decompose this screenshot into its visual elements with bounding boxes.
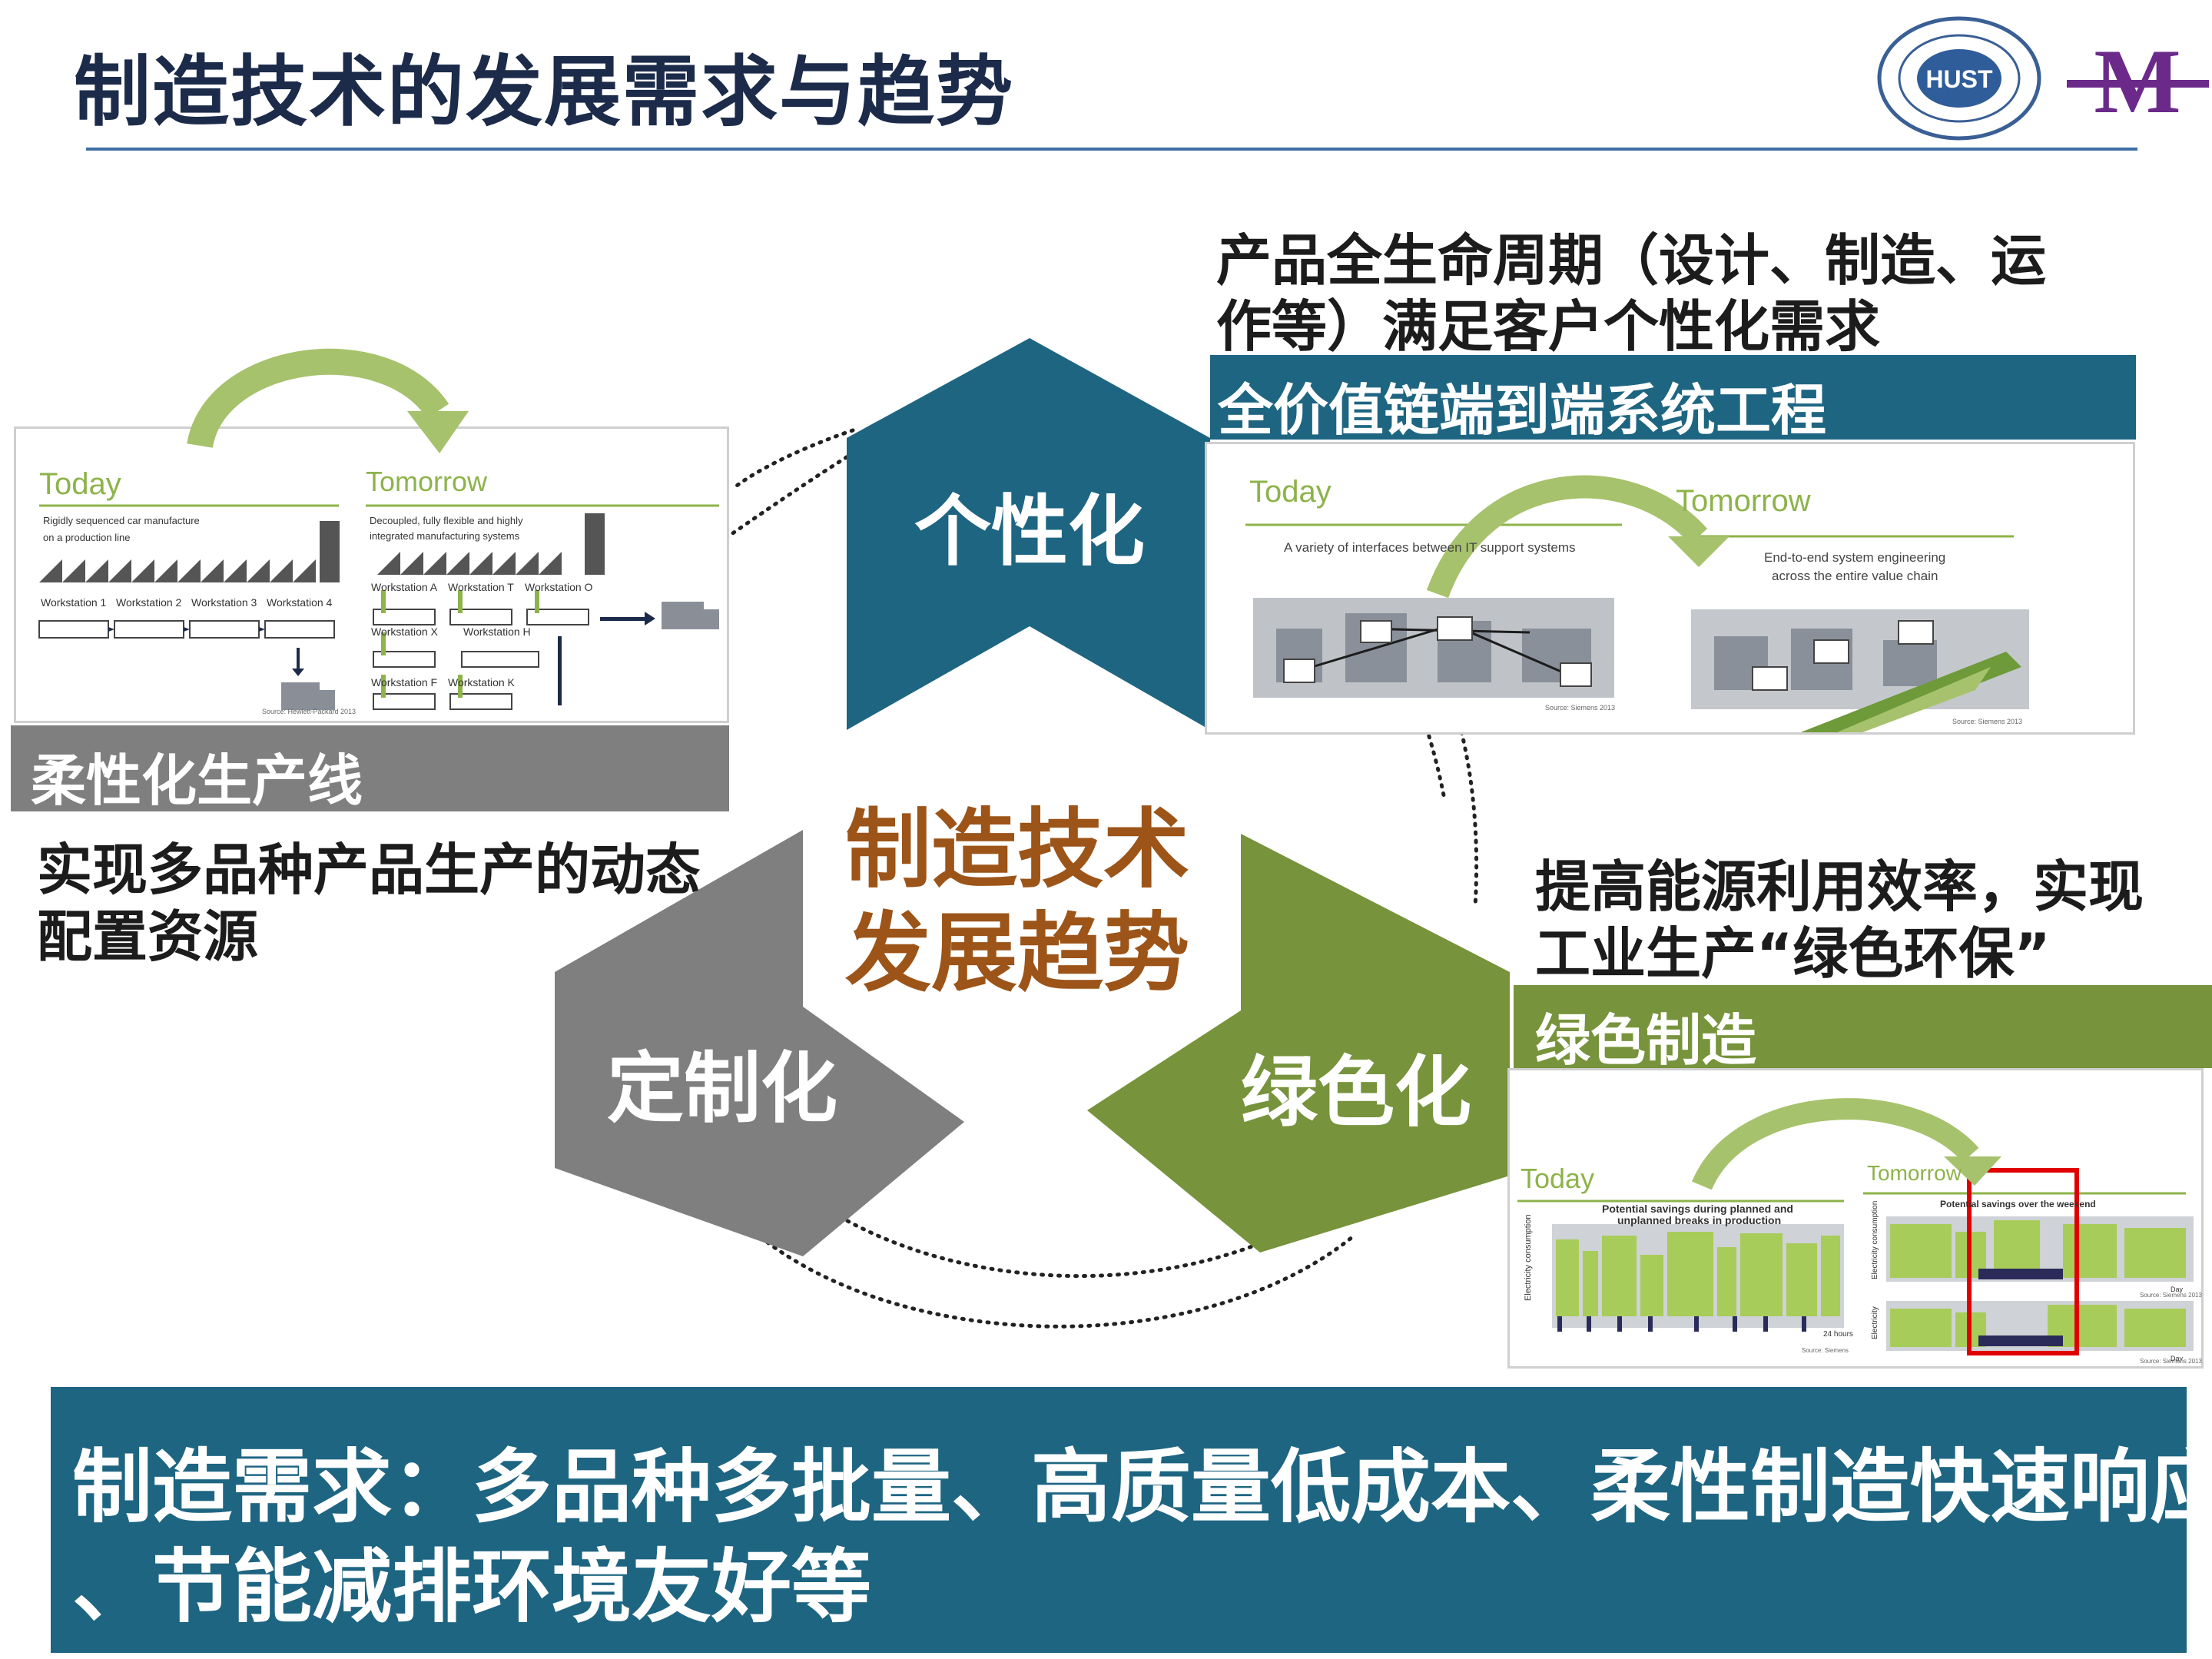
green-manufacturing-bar-label: 绿色制造 — [1535, 1008, 1757, 1073]
workstation-label: Workstation 1 — [41, 596, 107, 609]
workstation-label: Workstation H — [463, 625, 531, 638]
flexible-desc-line2: 配置资源 — [37, 904, 259, 969]
hust-logo-text: HUST — [1925, 65, 1993, 93]
page-title: 制造技术的发展需求与趋势 — [74, 47, 1014, 137]
customization-shape — [555, 830, 964, 1256]
flexible-today-caption-2: on a production line — [43, 532, 131, 543]
value-chain-today-caption: A variety of interfaces between IT suppo… — [1284, 540, 1576, 555]
workstation-label: Workstation T — [448, 581, 514, 593]
flexible-tomorrow-heading: Tomorrow — [366, 466, 488, 497]
green-tomorrow-caption: Potential savings over the weekend — [1940, 1199, 2096, 1209]
green-label: 绿色化 — [1241, 1047, 1471, 1137]
flexible-line-image: Today Tomorrow Rigidly sequenced car man… — [14, 426, 729, 723]
lifecycle-desc-line2: 作等）满足客户个性化需求 — [1216, 294, 1881, 359]
workstation-label: Workstation X — [371, 625, 438, 638]
title-divider — [86, 148, 2137, 151]
workstation-label: Workstation 2 — [116, 596, 182, 609]
green-source-2: Source: Siemens 2013 — [2140, 1292, 2202, 1299]
workstation-label: Workstation O — [525, 581, 593, 593]
green-today-heading: Today — [1521, 1163, 1595, 1194]
green-manufacturing-image: Today Tomorrow Potential savings during … — [1507, 1068, 2204, 1369]
dotted-arc — [724, 451, 855, 540]
workstation-label: Workstation 3 — [191, 596, 257, 609]
requirements-line1: 制造需求：多品种多批量、高质量低成本、柔性制造快速响应 — [72, 1440, 2212, 1534]
hust-logo: HUST — [1875, 15, 2044, 142]
value-chain-source-1: Source: Siemens 2013 — [1545, 704, 1616, 712]
flexible-desc-line1: 实现多品种产品生产的动态 — [37, 838, 701, 902]
value-chain-today-heading: Today — [1249, 475, 1332, 509]
green-tomorrow-heading: Tomorrow — [1867, 1161, 1962, 1185]
green-today-caption-2: unplanned breaks in production — [1617, 1214, 1782, 1226]
workstation-label: Workstation K — [448, 676, 515, 688]
green-xnote-1: 24 hours — [1823, 1330, 1853, 1339]
green-xnote-3: Day — [2171, 1355, 2184, 1362]
value-chain-bar-label: 全价值链端到端系统工程 — [1218, 378, 1827, 443]
flexible-line-bar-label: 柔性化生产线 — [31, 748, 363, 813]
workstation-label: Workstation A — [371, 581, 438, 593]
green-shape — [1087, 834, 1510, 1253]
value-chain-image: Today Tomorrow A variety of interfaces b… — [1205, 442, 2135, 735]
workstation-label: Workstation 4 — [267, 596, 333, 609]
flexible-today-caption-1: Rigidly sequenced car manufacture — [43, 515, 200, 526]
green-desc-line2: 工业生产“绿色环保” — [1535, 921, 2051, 986]
m-logo: M — [2067, 30, 2209, 132]
workstation-label: Workstation F — [371, 676, 438, 688]
flexible-source: Source: Hewlett-Packard 2013 — [262, 708, 357, 715]
requirements-line2: 、节能减排环境友好等 — [72, 1540, 872, 1634]
customization-label: 定制化 — [607, 1044, 837, 1133]
green-ylabel-2: Electricity consumption — [1871, 1200, 1879, 1279]
green-desc-line1: 提高能源利用效率，实现 — [1535, 854, 2144, 919]
green-source-1: Source: Siemens — [1802, 1347, 1849, 1354]
value-chain-tomorrow-caption-1: End-to-end system engineering — [1764, 550, 1946, 565]
green-source-3: Source: Siemens 2013 — [2140, 1358, 2202, 1365]
personalization-shape — [847, 338, 1210, 730]
requirements-banner: 制造需求：多品种多批量、高质量低成本、柔性制造快速响应 、节能减排环境友好等 — [51, 1387, 2212, 1653]
center-title-line1: 制造技术 — [845, 800, 1189, 900]
flexible-tomorrow-caption-1: Decoupled, fully flexible and highly — [370, 515, 523, 526]
value-chain-tomorrow-heading: Tomorrow — [1676, 484, 1811, 518]
personalization-label: 个性化 — [914, 486, 1145, 576]
flexible-today-heading: Today — [39, 467, 121, 501]
flexible-line-bar — [11, 725, 729, 811]
green-ylabel-3: Electricity — [1871, 1306, 1879, 1339]
lifecycle-desc-line1: 产品全生命周期（设计、制造、运 — [1216, 228, 2047, 293]
green-manufacturing-bar — [1514, 985, 2212, 1068]
center-title-line2: 发展趋势 — [845, 904, 1189, 1004]
value-chain-bar — [1210, 355, 2136, 440]
flexible-curved-arrow — [187, 348, 469, 453]
green-today-caption-1: Potential savings during planned and — [1602, 1203, 1793, 1215]
value-chain-tomorrow-caption-2: across the entire value chain — [1772, 569, 1938, 583]
green-ylabel-1: Electricity consumption — [1524, 1214, 1533, 1302]
flexible-tomorrow-caption-2: integrated manufacturing systems — [370, 530, 520, 542]
value-chain-source-2: Source: Siemens 2013 — [1952, 718, 2023, 725]
green-xnote-2: Day — [2171, 1286, 2184, 1293]
